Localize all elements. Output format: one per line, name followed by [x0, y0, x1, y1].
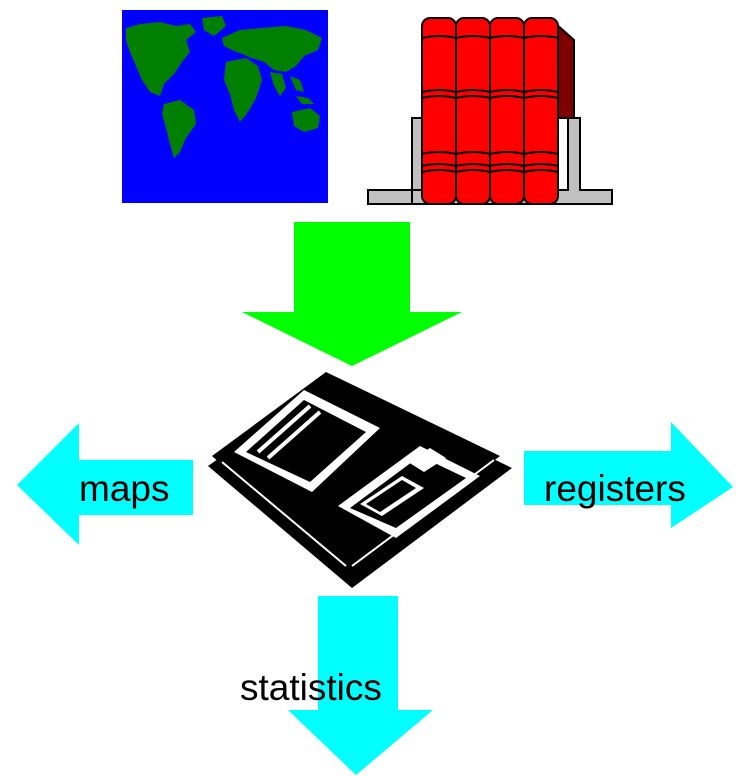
- world-map-icon: [122, 10, 328, 203]
- maps-arrow: [17, 423, 193, 545]
- floppy-disk-icon: [208, 372, 512, 588]
- statistics-arrow: [288, 596, 433, 775]
- statistics-label: statistics: [240, 667, 382, 708]
- registers-arrow: [524, 422, 733, 528]
- input-arrow: [242, 222, 462, 366]
- books-on-shelf-icon: [367, 17, 613, 205]
- registers-label: registers: [544, 468, 686, 509]
- maps-label: maps: [79, 468, 170, 509]
